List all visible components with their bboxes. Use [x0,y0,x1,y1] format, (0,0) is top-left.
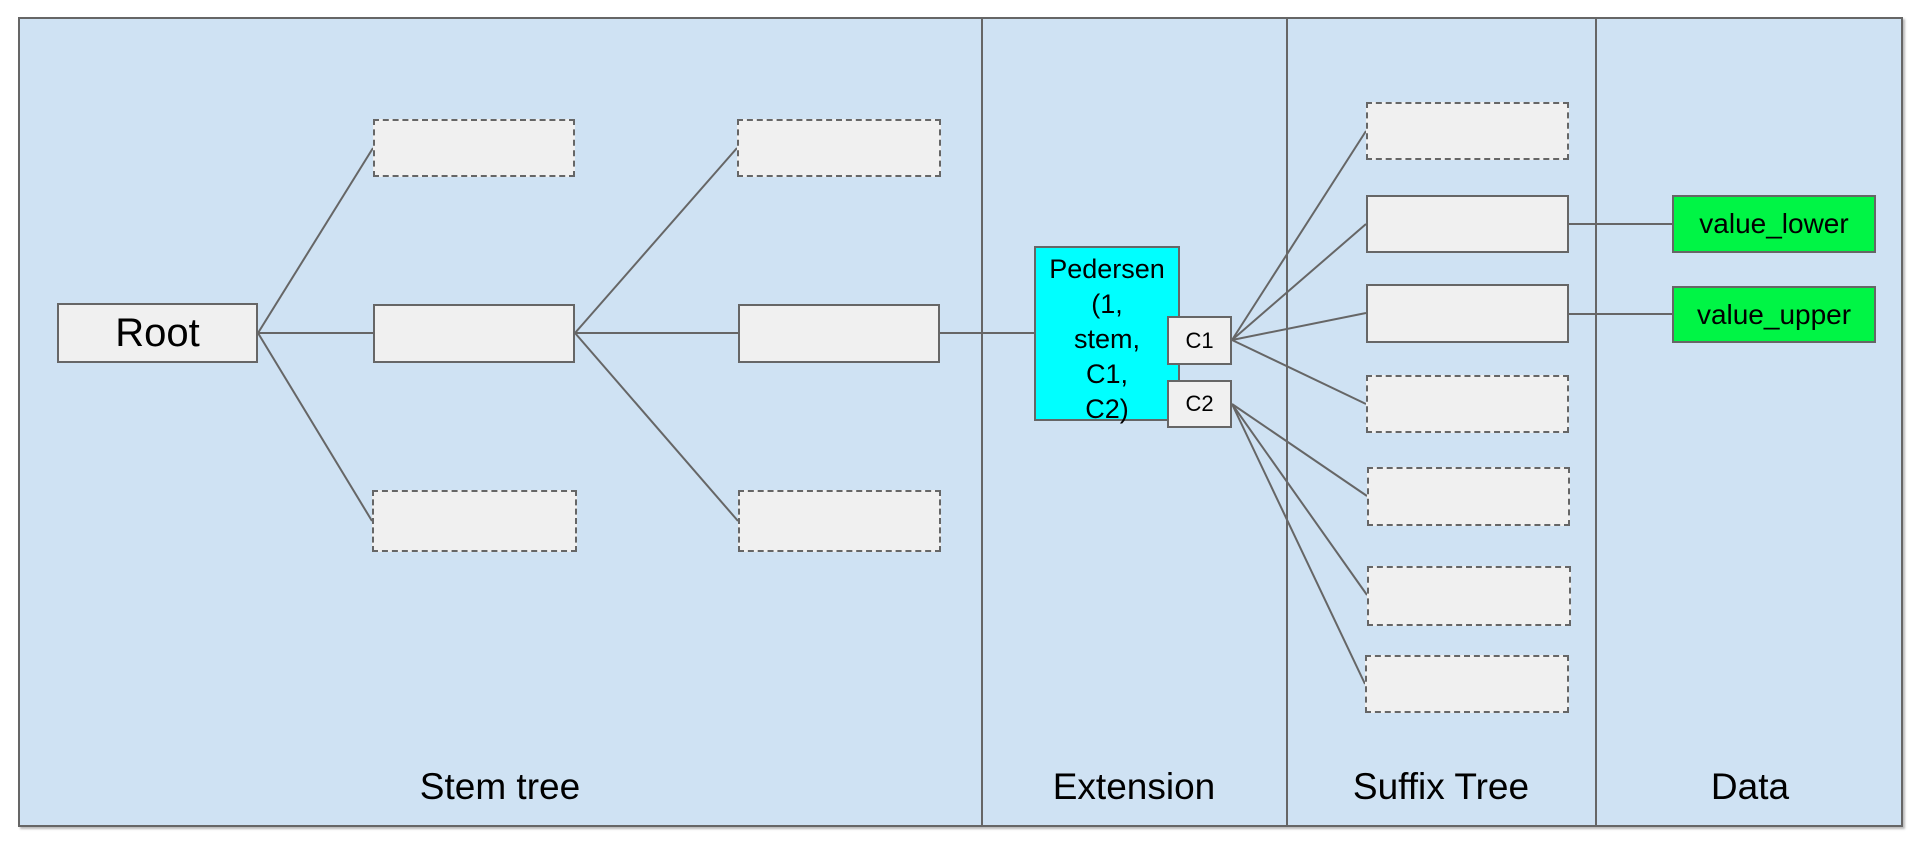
suffix-node-4 [1366,375,1569,433]
lane-label-stem-tree: Stem tree [419,766,581,807]
c1-commitment-node: C1 [1167,316,1232,365]
stem-level2-empty-node-bottom [372,490,577,552]
suffix-node-7 [1365,655,1569,713]
stem-level3-empty-node-top [737,119,941,177]
suffix-node-3 [1366,284,1569,343]
stem-level3-node [738,304,940,363]
lane-label-extension: Extension [1052,766,1216,807]
stem-level2-node [373,304,575,363]
value-upper-node: value_upper [1672,286,1876,343]
root-node: Root [57,303,258,363]
lane-label-data: Data [1710,766,1790,807]
stem-level2-empty-node-top [373,119,575,177]
suffix-node-2 [1366,195,1569,253]
lane-label-suffix-tree: Suffix Tree [1352,766,1530,807]
pedersen-commitment-node: Pedersen (1, stem, C1, C2) [1034,246,1180,424]
suffix-node-1 [1366,102,1569,160]
diagram-board [18,17,1903,827]
value-lower-node: value_lower [1672,195,1876,253]
suffix-node-6 [1367,566,1571,626]
suffix-node-5 [1367,467,1570,526]
c2-commitment-node: C2 [1167,380,1232,428]
stem-level3-empty-node-bottom [738,490,941,552]
